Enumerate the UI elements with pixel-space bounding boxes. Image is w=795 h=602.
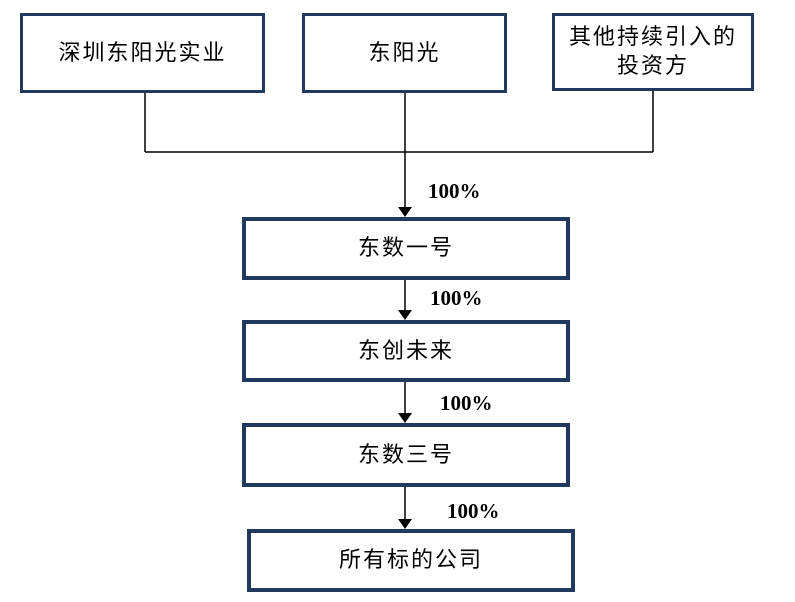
- edge-label-ownership-percent: 100%: [430, 286, 483, 310]
- arrowhead-down-icon: [398, 310, 412, 320]
- node-label: 东阳光: [368, 39, 441, 65]
- edge-label-ownership-percent: 100%: [440, 391, 493, 415]
- node-other-continuing-investors: 其他持续引入的 投资方: [552, 13, 754, 91]
- node-dongyangguang: 东阳光: [302, 13, 507, 93]
- node-dongshu-yihao: 东数一号: [242, 217, 570, 280]
- arrowhead-down-icon: [398, 413, 412, 423]
- edge-label-ownership-percent: 100%: [428, 179, 481, 203]
- node-dongshu-sanhao: 东数三号: [242, 423, 570, 487]
- node-label: 东数一号: [357, 235, 454, 261]
- edge-label-ownership-percent: 100%: [447, 499, 500, 523]
- node-label: 所有标的公司: [338, 547, 483, 573]
- node-label: 东创未来: [357, 337, 454, 363]
- node-all-target-companies: 所有标的公司: [247, 529, 575, 592]
- arrowhead-down-icon: [398, 207, 412, 217]
- arrowhead-down-icon: [398, 519, 412, 529]
- node-shenzhen-dongyangguang-shiye: 深圳东阳光实业: [20, 13, 265, 93]
- node-label: 深圳东阳光实业: [58, 39, 227, 65]
- node-label: 其他持续引入的 投资方: [568, 24, 737, 78]
- node-dongchuang-weilai: 东创未来: [242, 320, 570, 382]
- node-label: 东数三号: [357, 441, 454, 467]
